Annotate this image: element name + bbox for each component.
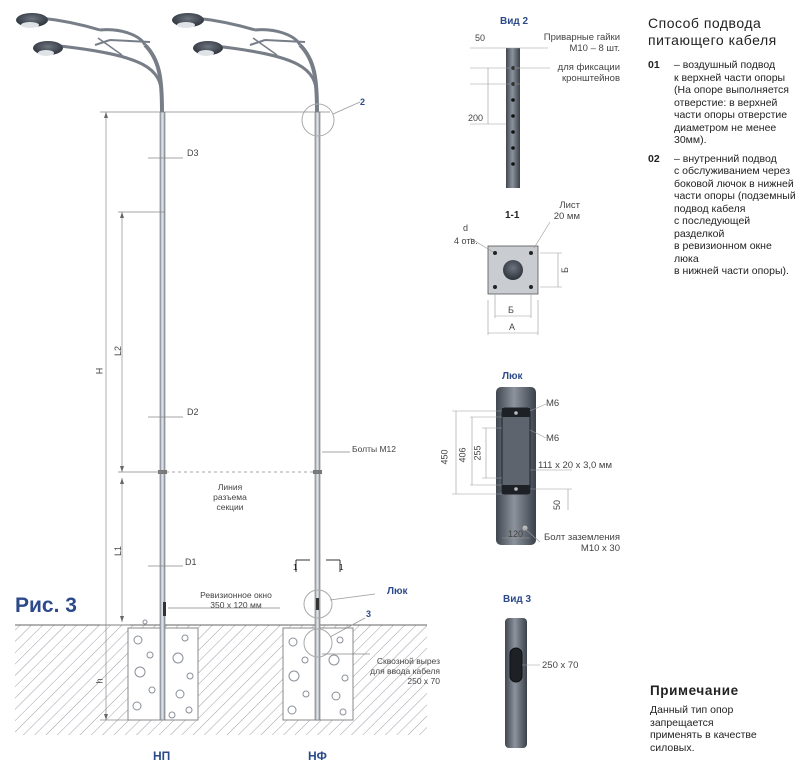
hatch-m6-top: М6 <box>546 398 560 409</box>
section11-d: d <box>463 223 469 233</box>
hatch-m6-bottom: М6 <box>546 433 560 444</box>
view3-title: Вид 3 <box>503 594 532 605</box>
dim-h: h <box>94 678 105 684</box>
callout-2: 2 <box>360 97 366 107</box>
dim-d3: D3 <box>187 148 199 158</box>
dim-h-total: H <box>94 367 105 375</box>
section11-holes: 4 отв. <box>454 236 478 246</box>
note-heading: Примечание <box>650 683 739 698</box>
cable-method-item-1: 01 – воздушный подвод к верхней части оп… <box>648 59 789 146</box>
section11-title: 1-1 <box>505 210 520 221</box>
hatch-dim-406: 406 <box>457 447 468 463</box>
lamp-left-top <box>16 13 48 28</box>
dim-d2: D2 <box>187 407 199 417</box>
dim-l1: L1 <box>113 545 124 557</box>
detail-circle-2 <box>301 103 335 137</box>
pole-label-right: НФ <box>308 749 327 763</box>
luk-callout: Люк <box>387 586 408 597</box>
concrete-fill <box>132 619 349 719</box>
dimension-lines <box>100 111 370 721</box>
dim-d1: D1 <box>185 557 197 567</box>
lamp-right-top <box>172 13 204 28</box>
bolts-label: Болты М12 <box>352 444 396 454</box>
cable-method-item-2: 02 – внутренний подвод с обслуживанием ч… <box>648 152 796 278</box>
section11-plate <box>469 221 562 335</box>
section11-b-bottom: Б <box>508 305 514 315</box>
hatch-dims <box>452 403 572 543</box>
figure-label: Рис. 3 <box>15 594 77 617</box>
view3-pole <box>505 618 540 748</box>
hatch-dim-120: 120 <box>508 529 524 539</box>
hatch-title: Люк <box>502 371 523 382</box>
view2-title: Вид 2 <box>500 16 529 27</box>
note-text: Данный тип опор запрещается применять в … <box>650 704 757 754</box>
detail-circle-luk <box>303 589 333 619</box>
pole-left <box>39 16 167 721</box>
view2-dim-50: 50 <box>475 33 486 43</box>
hatch-dim-50: 50 <box>552 499 563 511</box>
lamp-right-bottom <box>193 41 223 56</box>
dim-l2: L2 <box>113 345 124 357</box>
hatch-dim-450: 450 <box>439 449 450 465</box>
pole-label-left: НП <box>153 749 171 763</box>
section11-a: А <box>509 322 516 332</box>
cable-method-panel: Способ подвода питающего кабеля 01 – воз… <box>648 15 796 278</box>
note-panel: Примечание Данный тип опор запрещается п… <box>650 683 798 754</box>
view2-dim-200: 200 <box>468 113 484 123</box>
section11-b-side: Б <box>559 267 570 273</box>
hatch-dim-255: 255 <box>472 445 483 461</box>
section-mark-left: 1 <box>293 563 298 572</box>
pole-right <box>194 16 322 721</box>
detail-circle-3 <box>303 628 333 658</box>
cable-method-heading: Способ подвода питающего кабеля <box>648 15 777 48</box>
view2-pole <box>470 47 550 188</box>
hatch-pole <box>496 387 536 545</box>
view3-cut-size: 250 x 70 <box>542 660 579 671</box>
section-marks <box>295 559 341 572</box>
callout-3: 3 <box>366 609 372 619</box>
section-mark-right: 1 <box>339 563 344 572</box>
lamp-left-bottom <box>33 41 63 56</box>
hatch-profile: 111 х 20 х 3,0 мм <box>538 460 612 471</box>
